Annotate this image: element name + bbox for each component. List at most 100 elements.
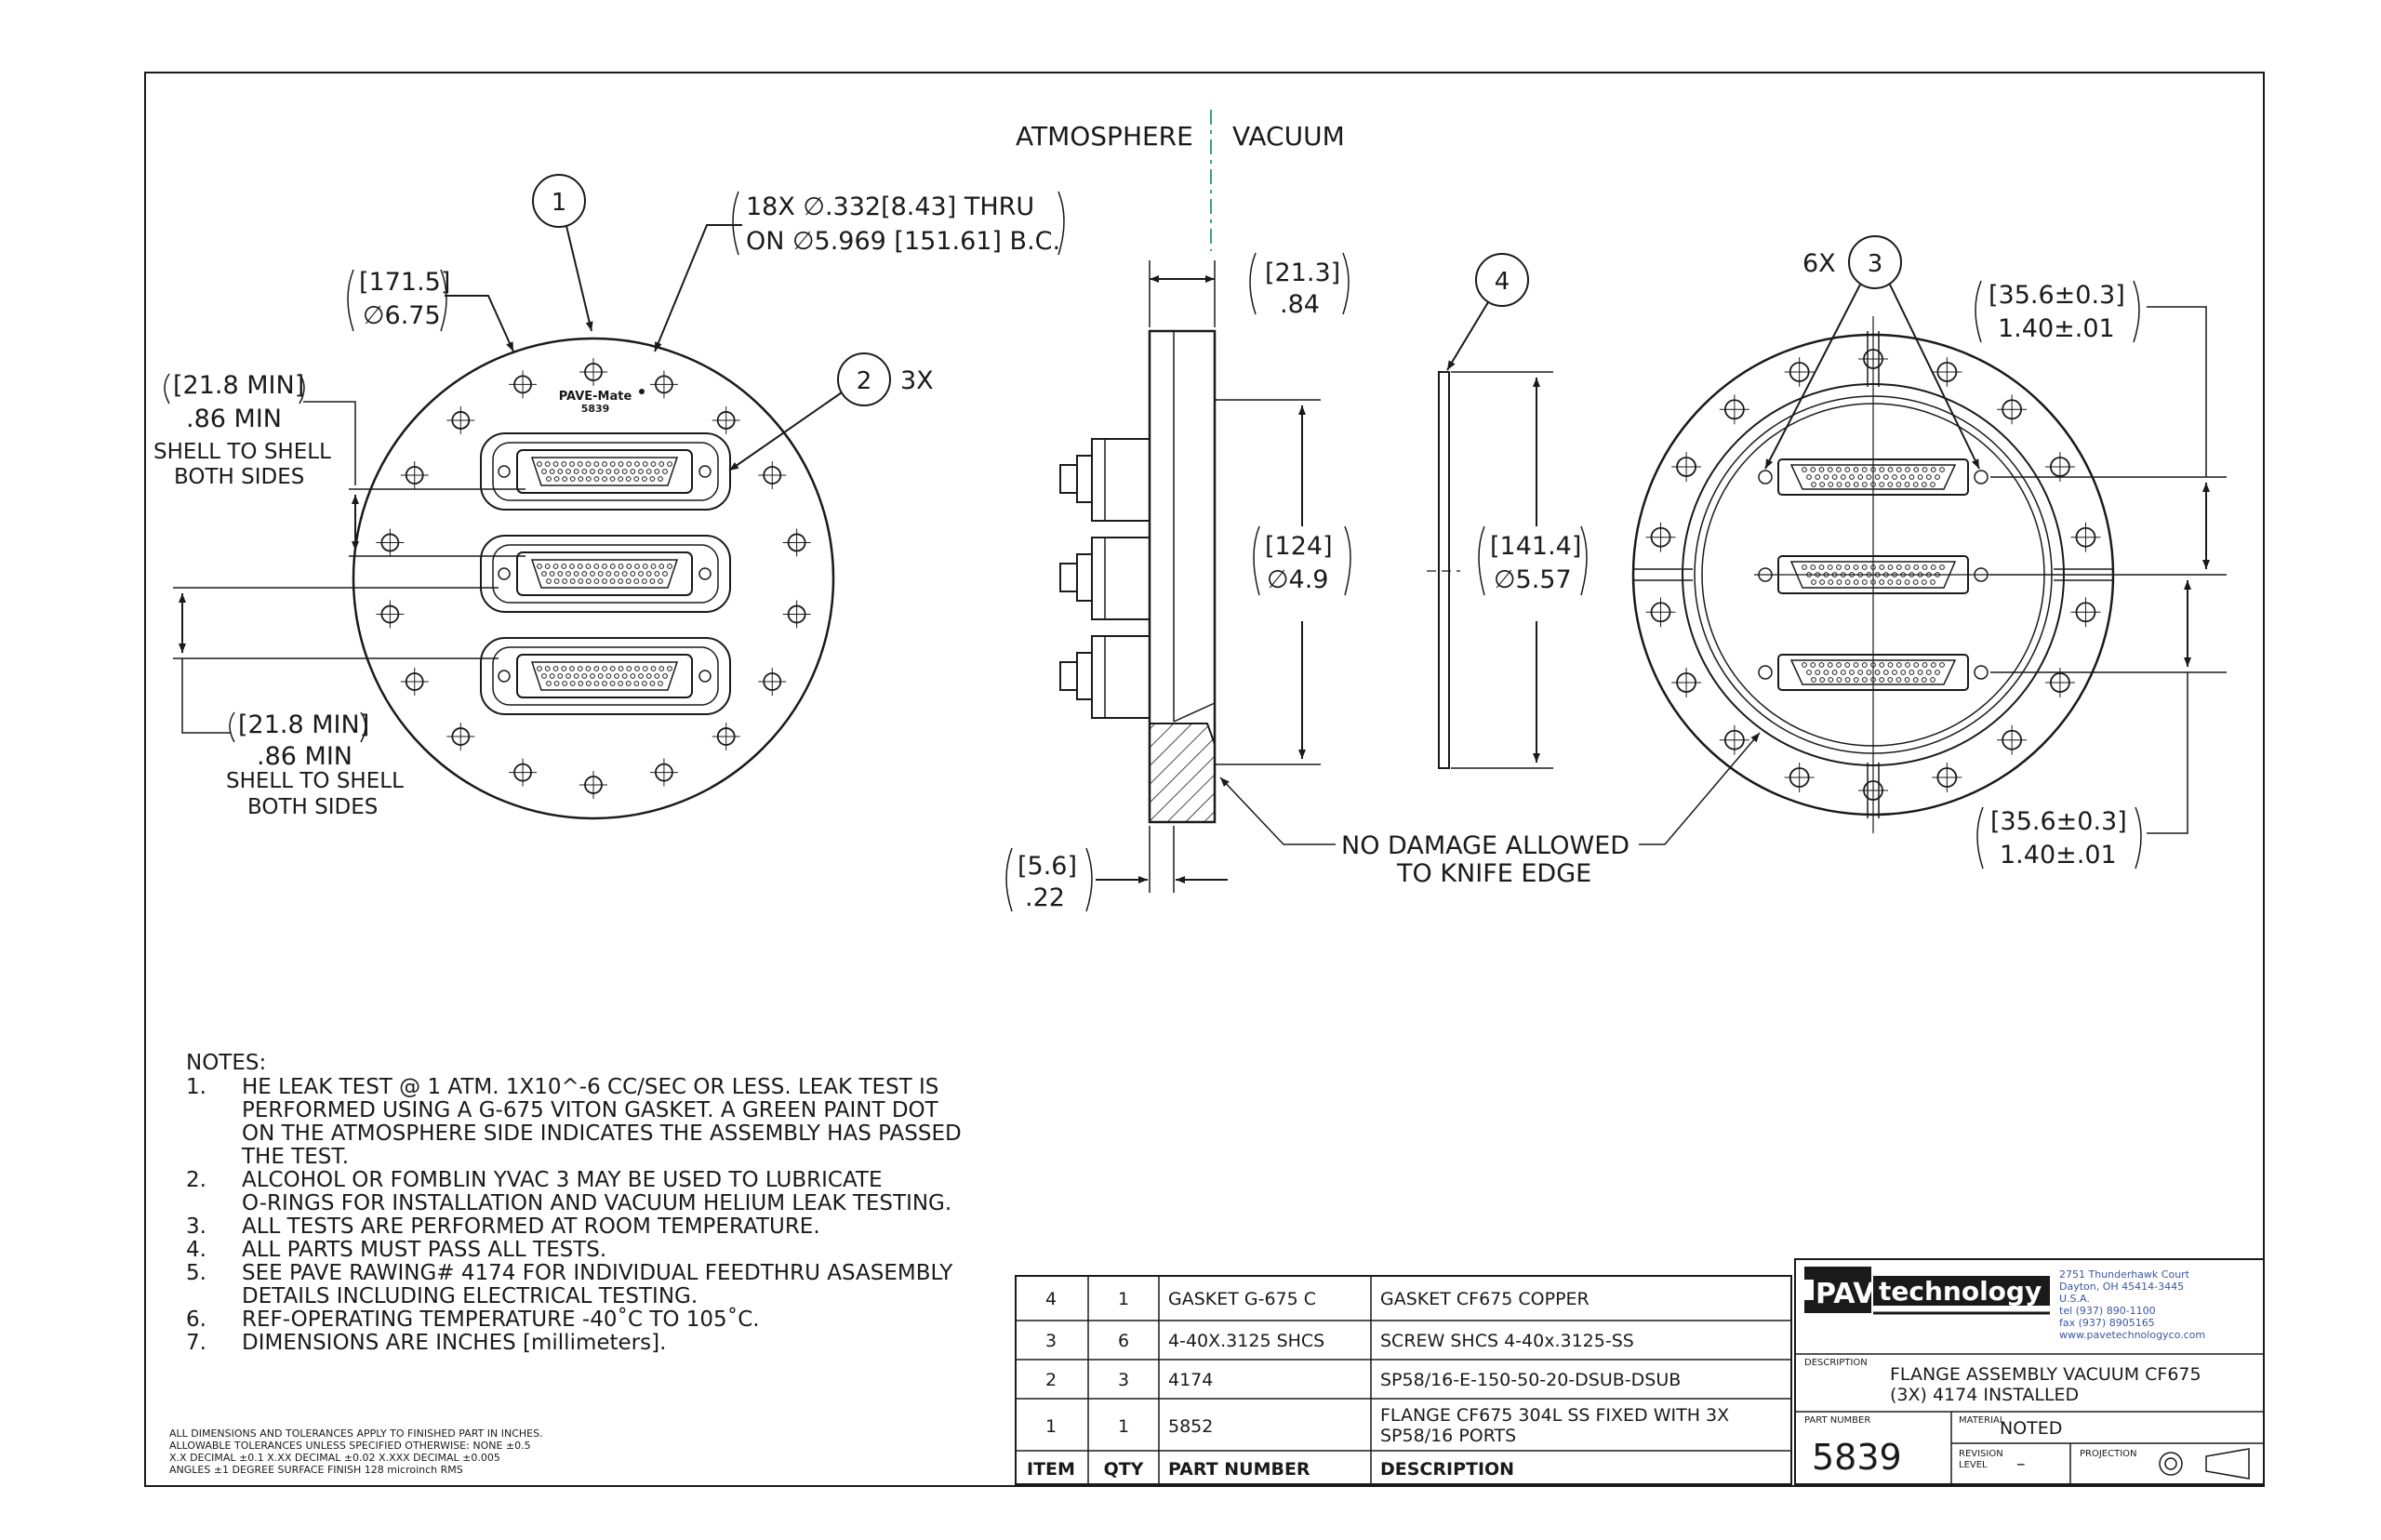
address-line-4: tel (937) 890-1100 — [2059, 1305, 2156, 1317]
knife-note-line1: NO DAMAGE ALLOWED — [1341, 831, 1629, 860]
callout-2-balloon — [837, 352, 891, 406]
connector-pin — [1811, 579, 1816, 585]
bolt-hole — [509, 758, 538, 787]
connector-pin — [1913, 467, 1920, 472]
bolt-hole — [1997, 724, 2028, 755]
connector-pin — [1802, 662, 1807, 668]
connector-pin — [593, 578, 600, 584]
connector-pin — [1853, 467, 1859, 472]
connector-pin — [1844, 662, 1851, 668]
shell-top-line1: SHELL TO SHELL — [153, 440, 331, 464]
hole-spec-line-1: 18X ∅.332[8.43] THRU — [746, 192, 1034, 221]
connector-pin — [544, 666, 551, 671]
connector-pin — [569, 578, 576, 584]
connector-pin — [577, 666, 583, 671]
note-3-line-1: ALL TESTS ARE PERFORMED AT ROOM TEMPERAT… — [242, 1215, 820, 1239]
shell-top-line2: BOTH SIDES — [174, 465, 304, 489]
callout-2-qty: 3X — [900, 366, 934, 395]
connector-pin — [1802, 564, 1807, 570]
shell-bot-mm: [21.8 MIN] — [238, 710, 369, 739]
note-5-line-1: SEE PAVE RAWING# 4174 FOR INDIVIDUAL FEE… — [242, 1261, 953, 1285]
connector-pin — [1828, 677, 1834, 683]
connector-pin — [1857, 572, 1864, 578]
connector-pin — [1853, 564, 1859, 570]
connector-pin — [1836, 564, 1842, 570]
connector-pin — [1925, 670, 1932, 675]
connector-pin — [1844, 467, 1851, 472]
connector-pin — [1815, 670, 1821, 675]
note-2-num: 2. — [186, 1168, 206, 1192]
connector-pin — [662, 571, 668, 577]
connector-pin — [565, 469, 571, 474]
connector-pin — [593, 681, 600, 686]
connector-pin — [1922, 467, 1928, 472]
connector-pin — [541, 673, 547, 679]
spacing-bot-in: 1.40±.01 — [2000, 841, 2117, 870]
connector-pin — [658, 476, 663, 482]
bolt-hole — [1671, 668, 1702, 697]
bom-row-item-2: 2 3 4174 SP58/16-E-150-50-20-DSUB-DSUB — [1045, 1370, 1681, 1390]
knife-note-line2: TO KNIFE EDGE — [1396, 859, 1591, 888]
connector-pin — [1818, 467, 1825, 472]
address-line-2: Dayton, OH 45414-3445 — [2059, 1281, 2184, 1293]
connector-pin — [1912, 677, 1919, 683]
bom-header-row: ITEM QTY PART NUMBER DESCRIPTION — [1027, 1459, 1514, 1480]
connector-pin — [1887, 662, 1894, 668]
connector-pin — [1887, 467, 1894, 472]
connector-pin — [562, 578, 568, 584]
connector-pin — [561, 461, 567, 467]
connector-pin — [602, 666, 607, 671]
tolerance-line-3: X.X DECIMAL ±0.1 X.XX DECIMAL ±0.02 X.XX… — [169, 1452, 500, 1464]
bom-cell-item: 3 — [1045, 1331, 1057, 1351]
shell-bot-line1: SHELL TO SHELL — [226, 769, 404, 793]
connector-pin — [562, 476, 568, 482]
connector-pin — [650, 564, 657, 569]
connector-pin — [1836, 677, 1842, 683]
connector-pin — [1879, 467, 1885, 472]
connector-pin — [581, 469, 588, 474]
connector-pin — [1827, 662, 1833, 668]
bom-cell-desc-line-1: FLANGE CF675 304L SS FIXED WITH 3X — [1380, 1405, 1729, 1426]
connector-pin — [590, 571, 595, 577]
connector-pin — [618, 681, 624, 686]
note-1-line-2: PERFORMED USING A G-675 VITON GASKET. A … — [242, 1098, 939, 1122]
connector-pin — [561, 666, 567, 671]
connector-pin — [642, 564, 648, 569]
connector-pin — [1874, 572, 1881, 578]
connector-pin — [621, 673, 628, 679]
bom-cell-desc: SP58/16-E-150-50-20-DSUB-DSUB — [1380, 1370, 1681, 1390]
connector-pin — [1844, 564, 1851, 570]
connector-pin — [1827, 467, 1833, 472]
connector-pin — [1831, 670, 1838, 675]
bolt-hole — [579, 358, 607, 386]
connector-pin — [1840, 670, 1846, 675]
connector-pin — [1802, 467, 1807, 472]
connector-pin — [1939, 467, 1945, 472]
rear-connector-3 — [1758, 654, 1989, 691]
connector-pin — [573, 673, 579, 679]
note-5-line-2: DETAILS INCLUDING ELECTRICAL TESTING. — [242, 1284, 698, 1308]
bolt-hole — [1932, 763, 1962, 793]
material-label: MATERIAL — [1959, 1415, 2005, 1426]
connector-pin — [1874, 670, 1881, 675]
connector-pin — [645, 673, 652, 679]
connector-pin — [1844, 482, 1851, 487]
connector-pin — [1849, 572, 1855, 578]
bolt-hole — [579, 771, 607, 799]
bolt-hole — [1932, 356, 1962, 387]
connector-pin — [569, 666, 575, 671]
connector-pin — [602, 461, 607, 467]
connector-pin — [658, 564, 665, 569]
connector-pin — [649, 476, 656, 482]
note-7-num: 7. — [186, 1331, 206, 1355]
gasket-section — [1438, 371, 1450, 769]
connector-pin — [654, 469, 660, 474]
connector-pin — [1921, 579, 1927, 585]
connector-pin — [1819, 677, 1826, 683]
connector-pin — [1917, 572, 1923, 578]
connector-pin — [1811, 482, 1816, 487]
connector-pin — [618, 461, 624, 467]
note-4-line-1: ALL PARTS MUST PASS ALL TESTS. — [242, 1238, 606, 1262]
connector-pin — [1806, 670, 1812, 675]
connector-pin — [1857, 670, 1864, 675]
